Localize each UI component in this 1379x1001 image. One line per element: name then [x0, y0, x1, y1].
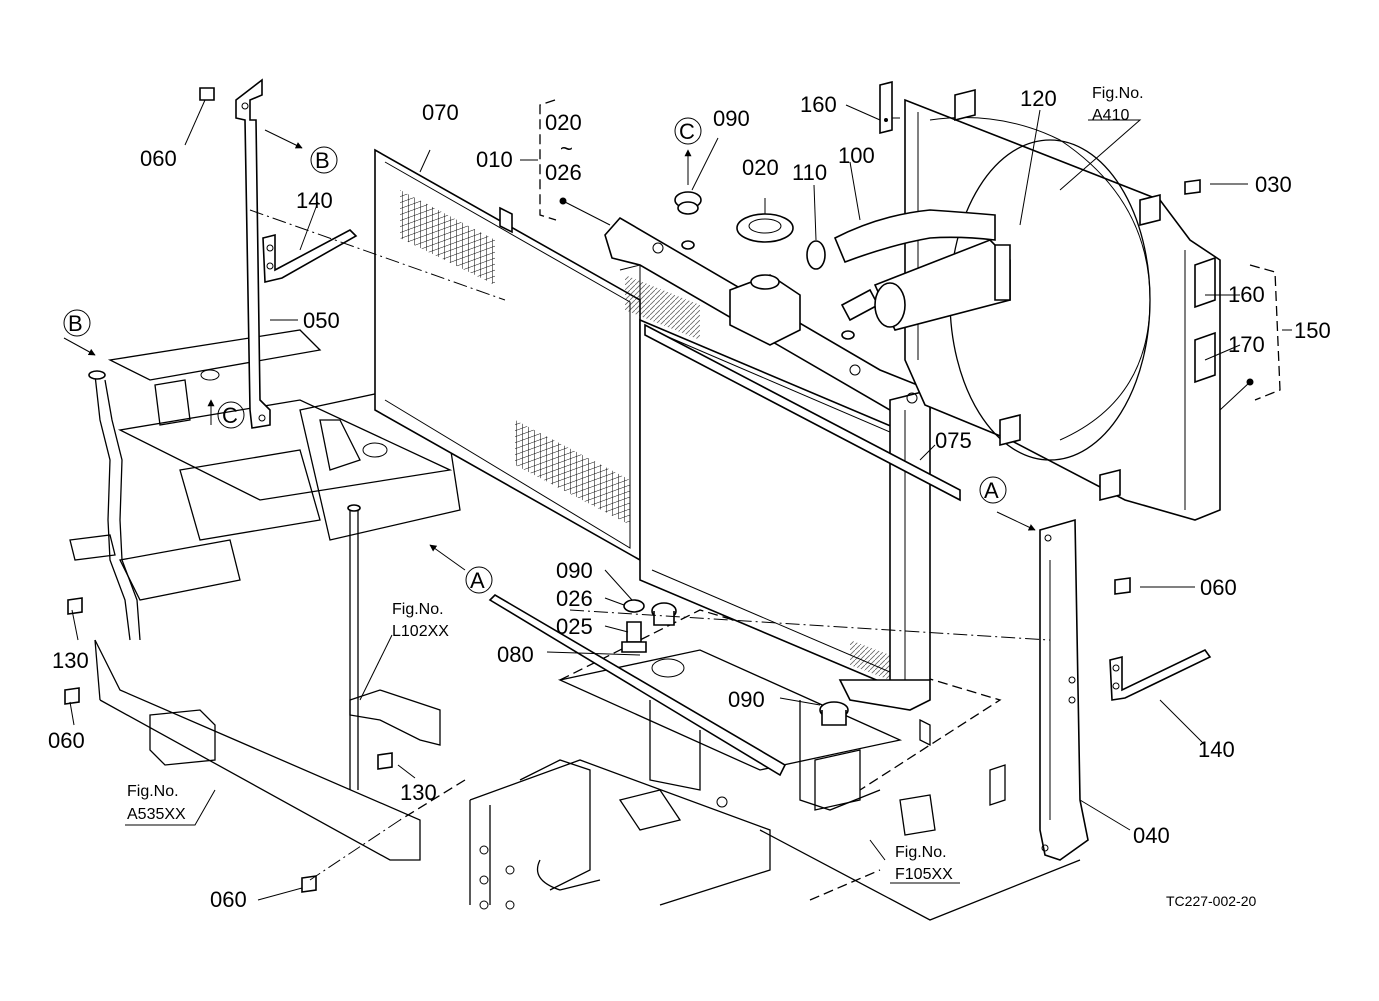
- marker-label: A: [470, 568, 485, 593]
- drawing-code: TC227-002-20: [1166, 893, 1256, 909]
- part-label-170: 170: [1228, 332, 1265, 357]
- part-label-060: 060: [210, 887, 247, 912]
- grommet-090-top: [674, 191, 702, 215]
- part-label-150: 150: [1294, 318, 1331, 343]
- hose-100: [833, 209, 1011, 331]
- range-tilde: ~: [560, 136, 573, 161]
- part-label-020: 020: [742, 155, 779, 180]
- radiator-010: [604, 216, 931, 711]
- part-label-140: 140: [1198, 737, 1235, 762]
- marker-label: A: [984, 478, 999, 503]
- bolts: [64, 87, 1201, 893]
- label-plate-160-top: [879, 80, 893, 135]
- marker-b-top: B: [264, 129, 338, 174]
- part-label-130: 130: [52, 648, 89, 673]
- part-label-080: 080: [497, 642, 534, 667]
- hose-clip-110: [806, 240, 826, 270]
- fig-number: L102XX: [392, 623, 449, 640]
- leader-lines: [69, 99, 1292, 901]
- part-label-030: 030: [1255, 172, 1292, 197]
- marker-a-middle: A: [429, 544, 493, 594]
- part-label-140: 140: [296, 188, 333, 213]
- part-label-026: 026: [556, 586, 593, 611]
- bracket-140-right: [1109, 648, 1212, 701]
- part-label-090: 090: [728, 687, 765, 712]
- figure-ref-a535xx: Fig.No. A535XX: [127, 783, 186, 823]
- radiator-cap-020: [736, 213, 794, 243]
- part-label-050: 050: [303, 308, 340, 333]
- screen-080: [488, 593, 787, 777]
- part-label-090: 090: [713, 106, 750, 131]
- screen-070: [374, 148, 641, 562]
- part-label-026: 026: [545, 160, 582, 185]
- part-label-120: 120: [1020, 86, 1057, 111]
- part-label-040: 040: [1133, 823, 1170, 848]
- mount-parts-lower: [621, 599, 861, 811]
- part-label-130: 130: [400, 780, 437, 805]
- part-label-075: 075: [935, 428, 972, 453]
- part-label-025: 025: [556, 614, 593, 639]
- figure-ref-a410: Fig.No. A410: [1092, 85, 1144, 124]
- fig-heading: Fig.No.: [895, 844, 947, 861]
- marker-label: C: [679, 119, 695, 144]
- part-label-090: 090: [556, 558, 593, 583]
- fig-heading: Fig.No.: [1092, 85, 1144, 102]
- part-label-160: 160: [1228, 282, 1265, 307]
- stay-050: [235, 78, 271, 429]
- part-labels: 060 070 010 020 ~ 026 090 020 110 100 16…: [48, 86, 1331, 912]
- marker-b-left: B: [63, 309, 96, 356]
- stay-040: [1039, 518, 1089, 861]
- part-label-070: 070: [422, 100, 459, 125]
- marker-label: C: [222, 403, 238, 428]
- figure-ref-l102xx: Fig.No. L102XX: [392, 601, 449, 640]
- part-label-060: 060: [48, 728, 85, 753]
- marker-label: B: [315, 148, 330, 173]
- marker-label: B: [68, 311, 83, 336]
- marker-c-top: C: [674, 117, 702, 185]
- part-label-110: 110: [792, 160, 827, 185]
- fig-heading: Fig.No.: [127, 783, 179, 800]
- figure-ref-f105xx: Fig.No. F105XX: [895, 844, 953, 883]
- connection-markers: B B C C A A: [63, 117, 1036, 594]
- fig-number: F105XX: [895, 866, 953, 883]
- marker-a-right: A: [979, 476, 1036, 531]
- fig-number: A535XX: [127, 806, 186, 823]
- fan-shroud-150: [904, 88, 1221, 521]
- part-label-060: 060: [1200, 575, 1237, 600]
- screen-075: [644, 323, 961, 502]
- part-label-010: 010: [476, 147, 513, 172]
- reference-dots: [559, 197, 1254, 386]
- fig-number: A410: [1092, 107, 1129, 124]
- marker-c-left: C: [207, 399, 245, 429]
- part-label-160: 160: [800, 92, 837, 117]
- fig-heading: Fig.No.: [392, 601, 444, 618]
- bracket-140-left: [262, 229, 358, 283]
- part-label-020: 020: [545, 110, 582, 135]
- front-frame: [69, 329, 461, 861]
- part-label-100: 100: [838, 143, 875, 168]
- part-label-060: 060: [140, 146, 177, 171]
